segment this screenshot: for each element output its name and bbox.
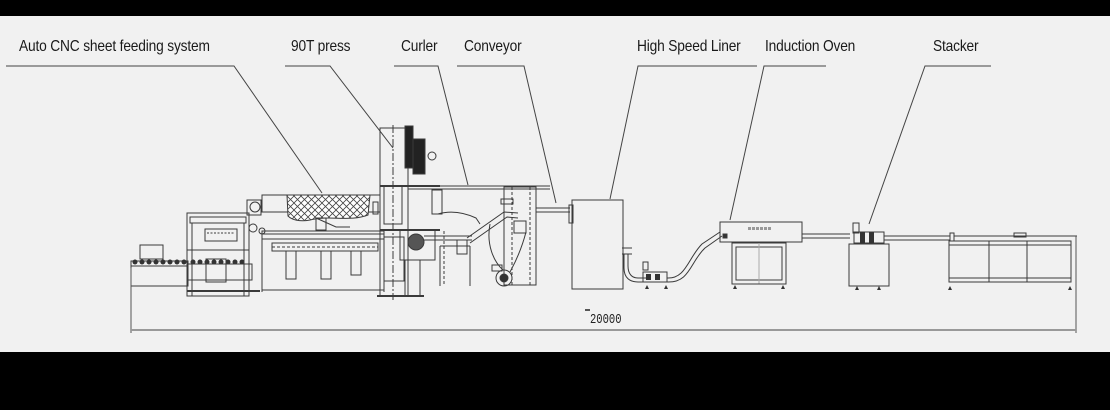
dimension-line — [130, 236, 1077, 333]
feeder-machine — [130, 194, 385, 297]
label-induction-oven: Induction Oven — [765, 38, 856, 55]
conveyor-machine — [466, 186, 574, 287]
press-machine — [372, 125, 440, 300]
high-speed-liner-machine — [571, 199, 723, 290]
label-conveyor: Conveyor — [464, 38, 522, 55]
label-high-speed-liner: High Speed Liner — [637, 38, 741, 55]
label-stacker: Stacker — [933, 38, 979, 55]
label-curler: Curler — [401, 38, 438, 55]
bottom-black-band — [0, 352, 1110, 410]
induction-oven-machine — [719, 221, 850, 289]
stacker-machine — [848, 222, 1077, 290]
leader-lines — [6, 65, 991, 225]
dimension-value: 20000 — [590, 312, 622, 328]
curler-machine — [408, 185, 550, 286]
label-auto-cnc-sheet-feeding-system: Auto CNC sheet feeding system — [19, 38, 210, 55]
label-90t-press: 90T press — [291, 38, 351, 55]
layout-drawing — [6, 65, 1077, 333]
drawing-canvas: Auto CNC sheet feeding system 90T press … — [0, 16, 1110, 352]
top-black-band — [0, 0, 1110, 16]
